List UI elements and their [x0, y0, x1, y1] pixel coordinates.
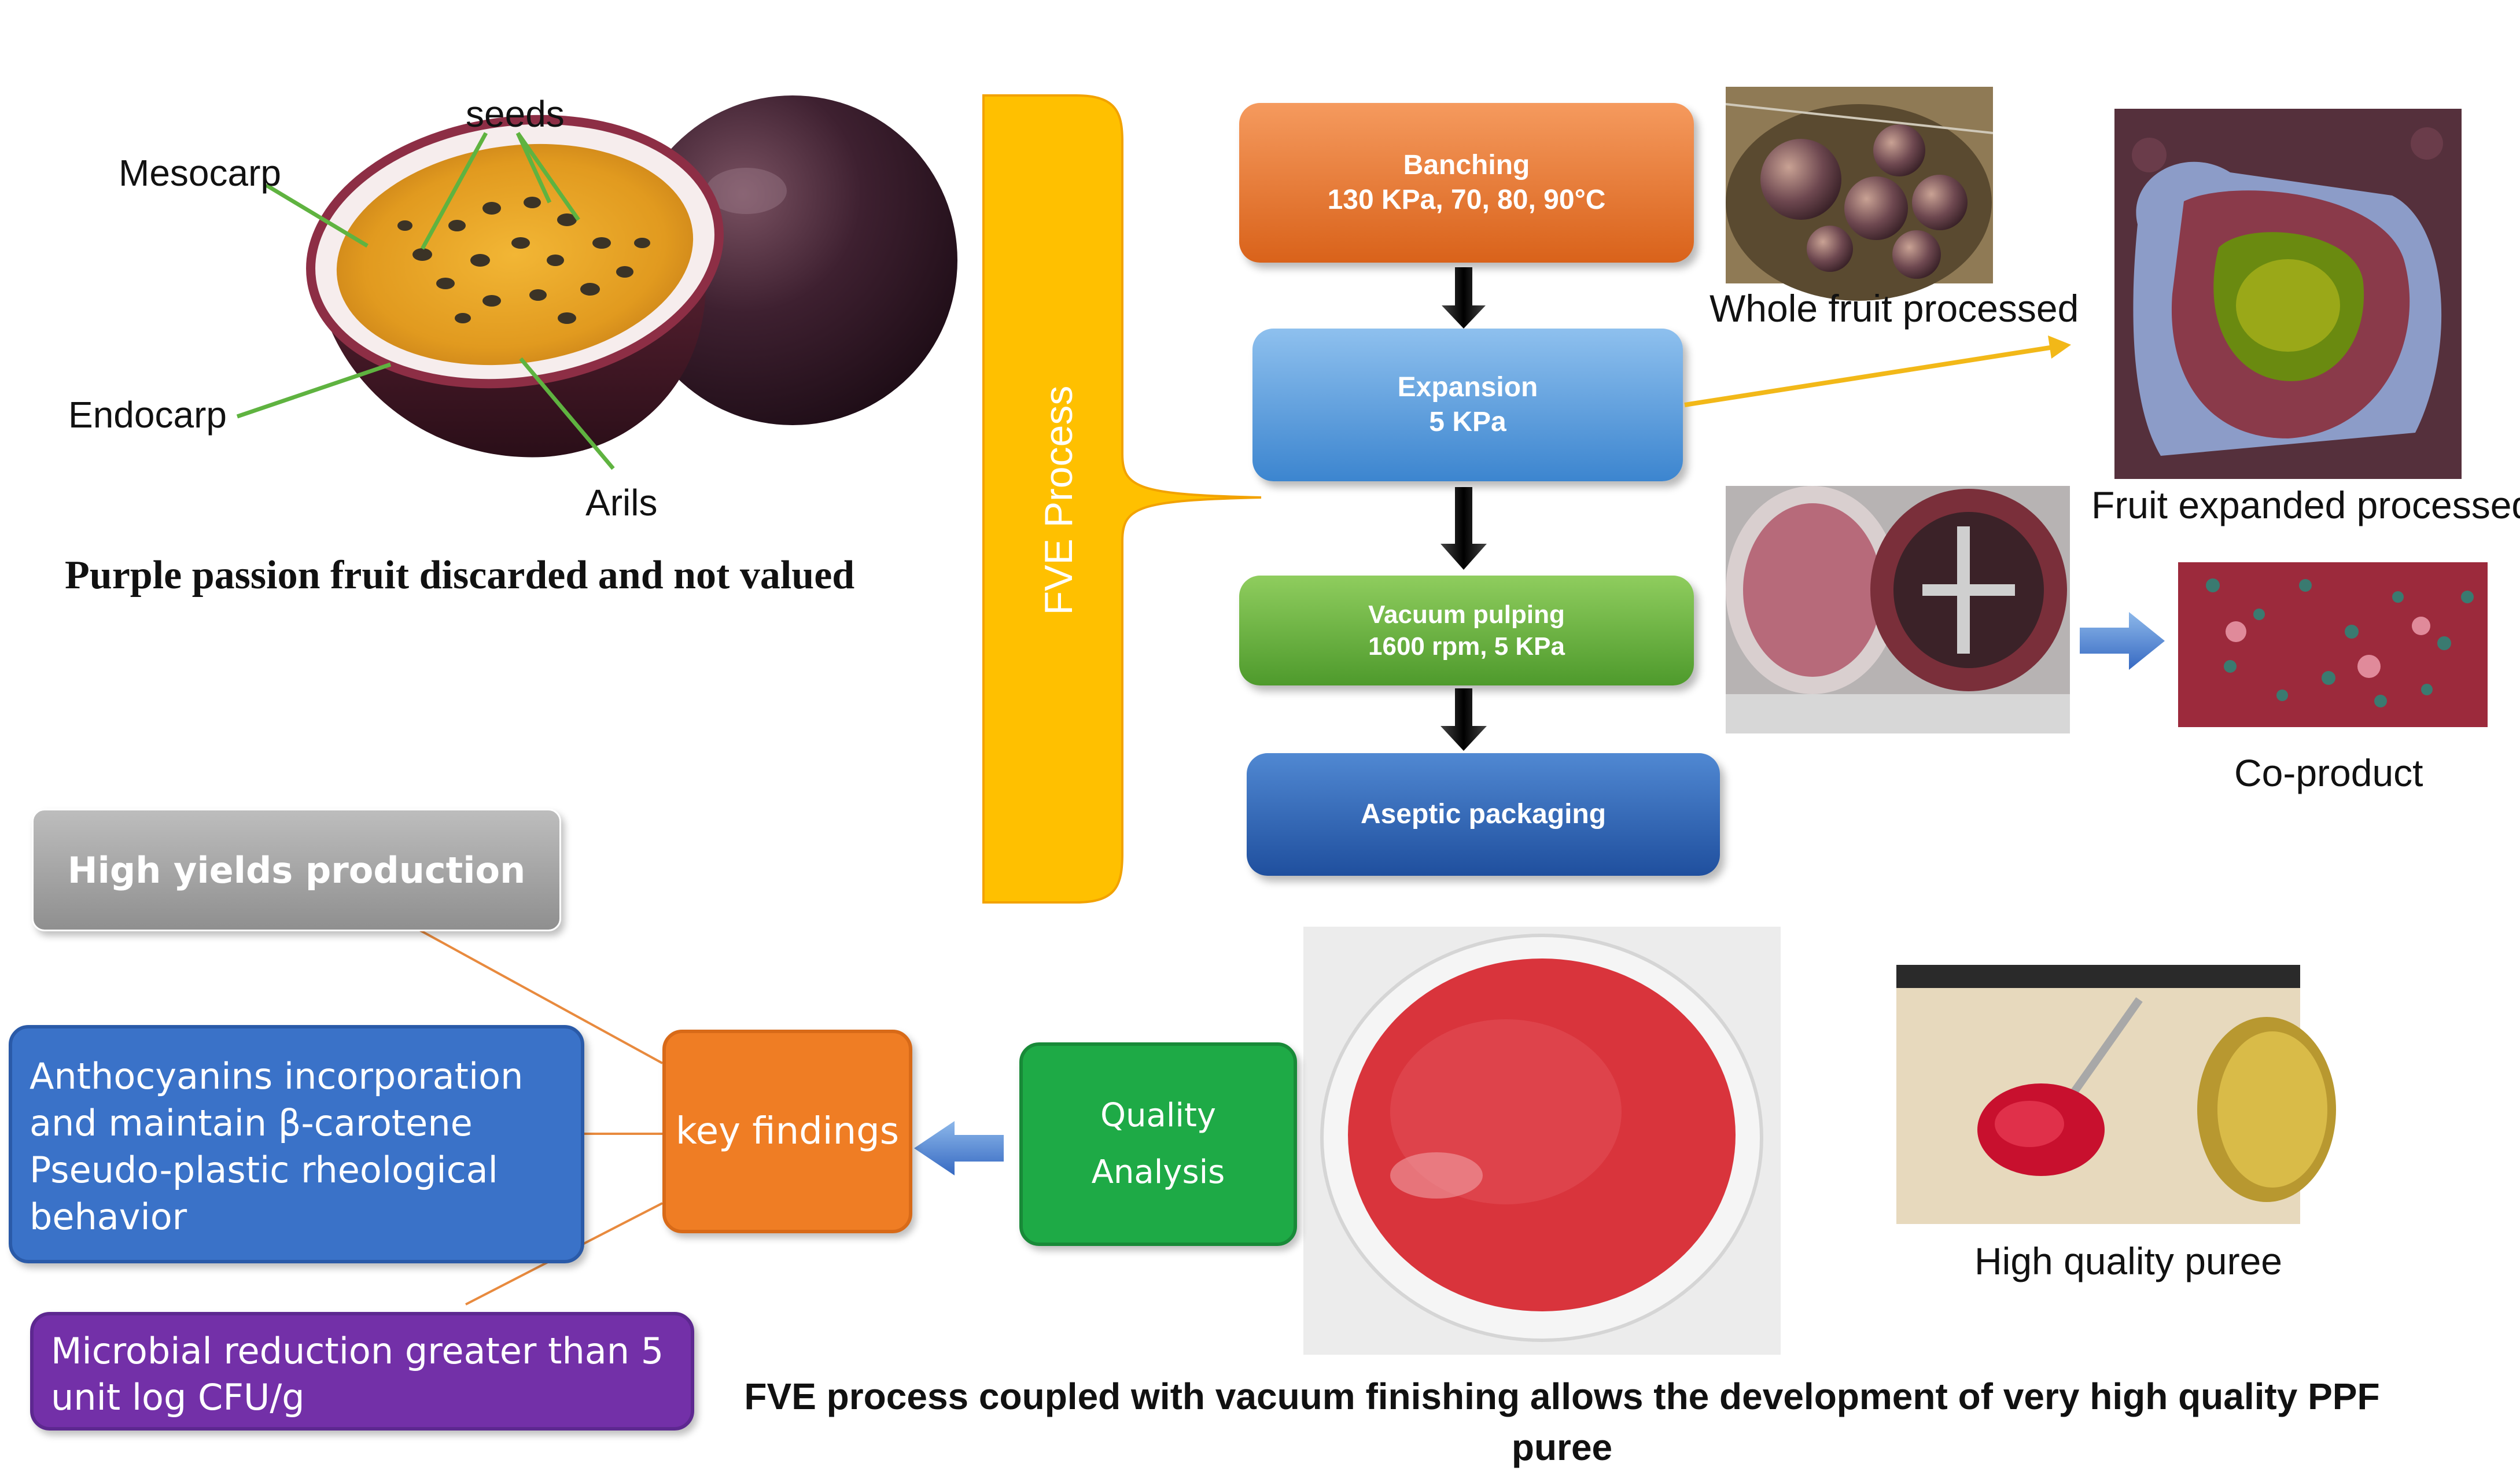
endocarp-label: Endocarp [68, 394, 227, 436]
label-pointers [236, 131, 615, 470]
whole-fruit-caption: Whole fruit processed [1710, 287, 2079, 330]
high-yields-box: High yields production [32, 809, 561, 931]
microbial-reduction-box: Microbial reduction greater than 5 unit … [30, 1312, 694, 1431]
expanded-fruit-caption: Fruit expanded processed [2091, 484, 2520, 526]
vacuum-pulping-step: Vacuum pulping 1600 rpm, 5 KPa [1239, 576, 1694, 685]
coproduct-photo [2178, 562, 2488, 727]
passion-fruit-illustration [236, 95, 957, 470]
whole-fruit-shape [628, 95, 957, 425]
seed-cluster [397, 197, 650, 324]
anthocyanins-box: Anthocyanins incorporation and maintain … [9, 1025, 584, 1263]
puree-bowl-photo [1303, 927, 1781, 1355]
conclusion-text: FVE process coupled with vacuum finishin… [744, 1376, 2380, 1482]
seeds-label: seeds [466, 93, 565, 135]
expanded-fruit-photo [2114, 109, 2462, 479]
fruit-caption: Purple passion fruit discarded and not v… [65, 553, 855, 598]
quality-analysis-box: Quality Analysis [1019, 1042, 1297, 1246]
arrow-3-down [1440, 688, 1487, 751]
coproduct-caption: Co-product [2234, 751, 2423, 794]
arrow-1-down [1442, 267, 1486, 329]
pulper-photo [1726, 486, 2070, 733]
blanching-step: Banching 130 KPa, 70, 80, 90°C [1239, 103, 1694, 263]
fve-bracket [982, 94, 1262, 904]
key-findings-box: key findings [662, 1030, 912, 1233]
quality-to-findings-arrow [914, 1121, 1004, 1175]
puree-spoon-photo [1896, 965, 2336, 1224]
coproduct-arrow [2080, 612, 2165, 670]
whole-fruit-photo [1725, 87, 1994, 301]
pulp-area [336, 143, 694, 366]
aseptic-packaging-step: Aseptic packaging [1247, 753, 1720, 876]
arils-label: Arils [585, 482, 658, 524]
mesocarp-label: Mesocarp [119, 152, 281, 194]
expansion-step: Expansion 5 KPa [1252, 329, 1683, 481]
puree-caption: High quality puree [1974, 1240, 2282, 1282]
arrow-2-down [1440, 487, 1487, 570]
yellow-arrow-head [2048, 336, 2071, 359]
